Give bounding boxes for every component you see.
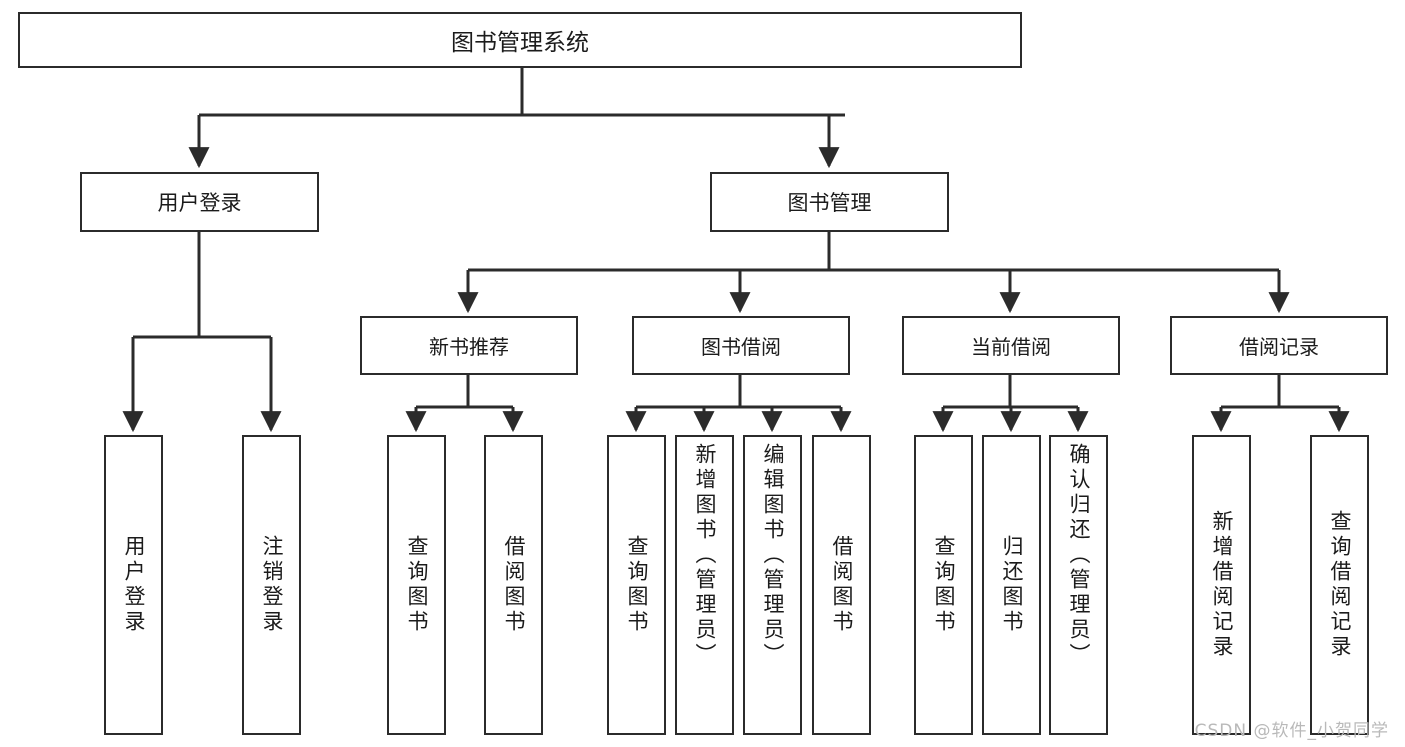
- leaf-borrow-record-add-label: 新增借阅记录: [1210, 510, 1234, 660]
- leaf-book-borrow-edit-label: 编辑图书（管理员）: [761, 443, 785, 668]
- node-root[interactable]: 图书管理系统: [18, 12, 1022, 68]
- leaf-borrow-record-query-label: 查询借阅记录: [1328, 510, 1352, 660]
- leaf-user-login-login-label: 用户登录: [122, 535, 146, 635]
- leaf-user-login-logout-label: 注销登录: [260, 535, 284, 635]
- leaf-book-borrow-query[interactable]: 查询图书: [607, 435, 666, 735]
- leaf-current-borrow-confirm-label: 确认归还（管理员）: [1067, 443, 1091, 668]
- node-user-login[interactable]: 用户登录: [80, 172, 319, 232]
- leaf-book-borrow-add[interactable]: 新增图书（管理员）: [675, 435, 734, 735]
- leaf-borrow-record-add[interactable]: 新增借阅记录: [1192, 435, 1251, 735]
- leaf-current-borrow-query[interactable]: 查询图书: [914, 435, 973, 735]
- node-new-book-recommend-label: 新书推荐: [429, 335, 509, 359]
- leaf-new-book-borrow-label: 借阅图书: [502, 535, 526, 635]
- leaf-borrow-record-query[interactable]: 查询借阅记录: [1310, 435, 1369, 735]
- node-user-login-label: 用户登录: [157, 191, 242, 215]
- node-root-label: 图书管理系统: [451, 30, 589, 56]
- leaf-new-book-borrow[interactable]: 借阅图书: [484, 435, 543, 735]
- node-book-management-label: 图书管理: [787, 191, 872, 215]
- node-current-borrow-label: 当前借阅: [971, 335, 1051, 359]
- csdn-watermark: CSDN @软件_小贺同学: [1194, 721, 1389, 741]
- leaf-book-borrow-add-label: 新增图书（管理员）: [693, 443, 717, 668]
- leaf-current-borrow-query-label: 查询图书: [932, 535, 956, 635]
- leaf-book-borrow-borrow-label: 借阅图书: [830, 535, 854, 635]
- leaf-book-borrow-edit[interactable]: 编辑图书（管理员）: [743, 435, 802, 735]
- node-current-borrow[interactable]: 当前借阅: [902, 316, 1120, 375]
- leaf-current-borrow-confirm[interactable]: 确认归还（管理员）: [1049, 435, 1108, 735]
- node-new-book-recommend[interactable]: 新书推荐: [360, 316, 578, 375]
- leaf-user-login-logout[interactable]: 注销登录: [242, 435, 301, 735]
- node-book-management[interactable]: 图书管理: [710, 172, 949, 232]
- leaf-new-book-query[interactable]: 查询图书: [387, 435, 446, 735]
- node-book-borrow[interactable]: 图书借阅: [632, 316, 850, 375]
- node-book-borrow-label: 图书借阅: [701, 335, 781, 359]
- leaf-user-login-login[interactable]: 用户登录: [104, 435, 163, 735]
- node-borrow-record-label: 借阅记录: [1239, 335, 1319, 359]
- leaf-current-borrow-return-label: 归还图书: [1000, 535, 1024, 635]
- leaf-book-borrow-query-label: 查询图书: [625, 535, 649, 635]
- leaf-new-book-query-label: 查询图书: [405, 535, 429, 635]
- node-borrow-record[interactable]: 借阅记录: [1170, 316, 1388, 375]
- leaf-book-borrow-borrow[interactable]: 借阅图书: [812, 435, 871, 735]
- leaf-current-borrow-return[interactable]: 归还图书: [982, 435, 1041, 735]
